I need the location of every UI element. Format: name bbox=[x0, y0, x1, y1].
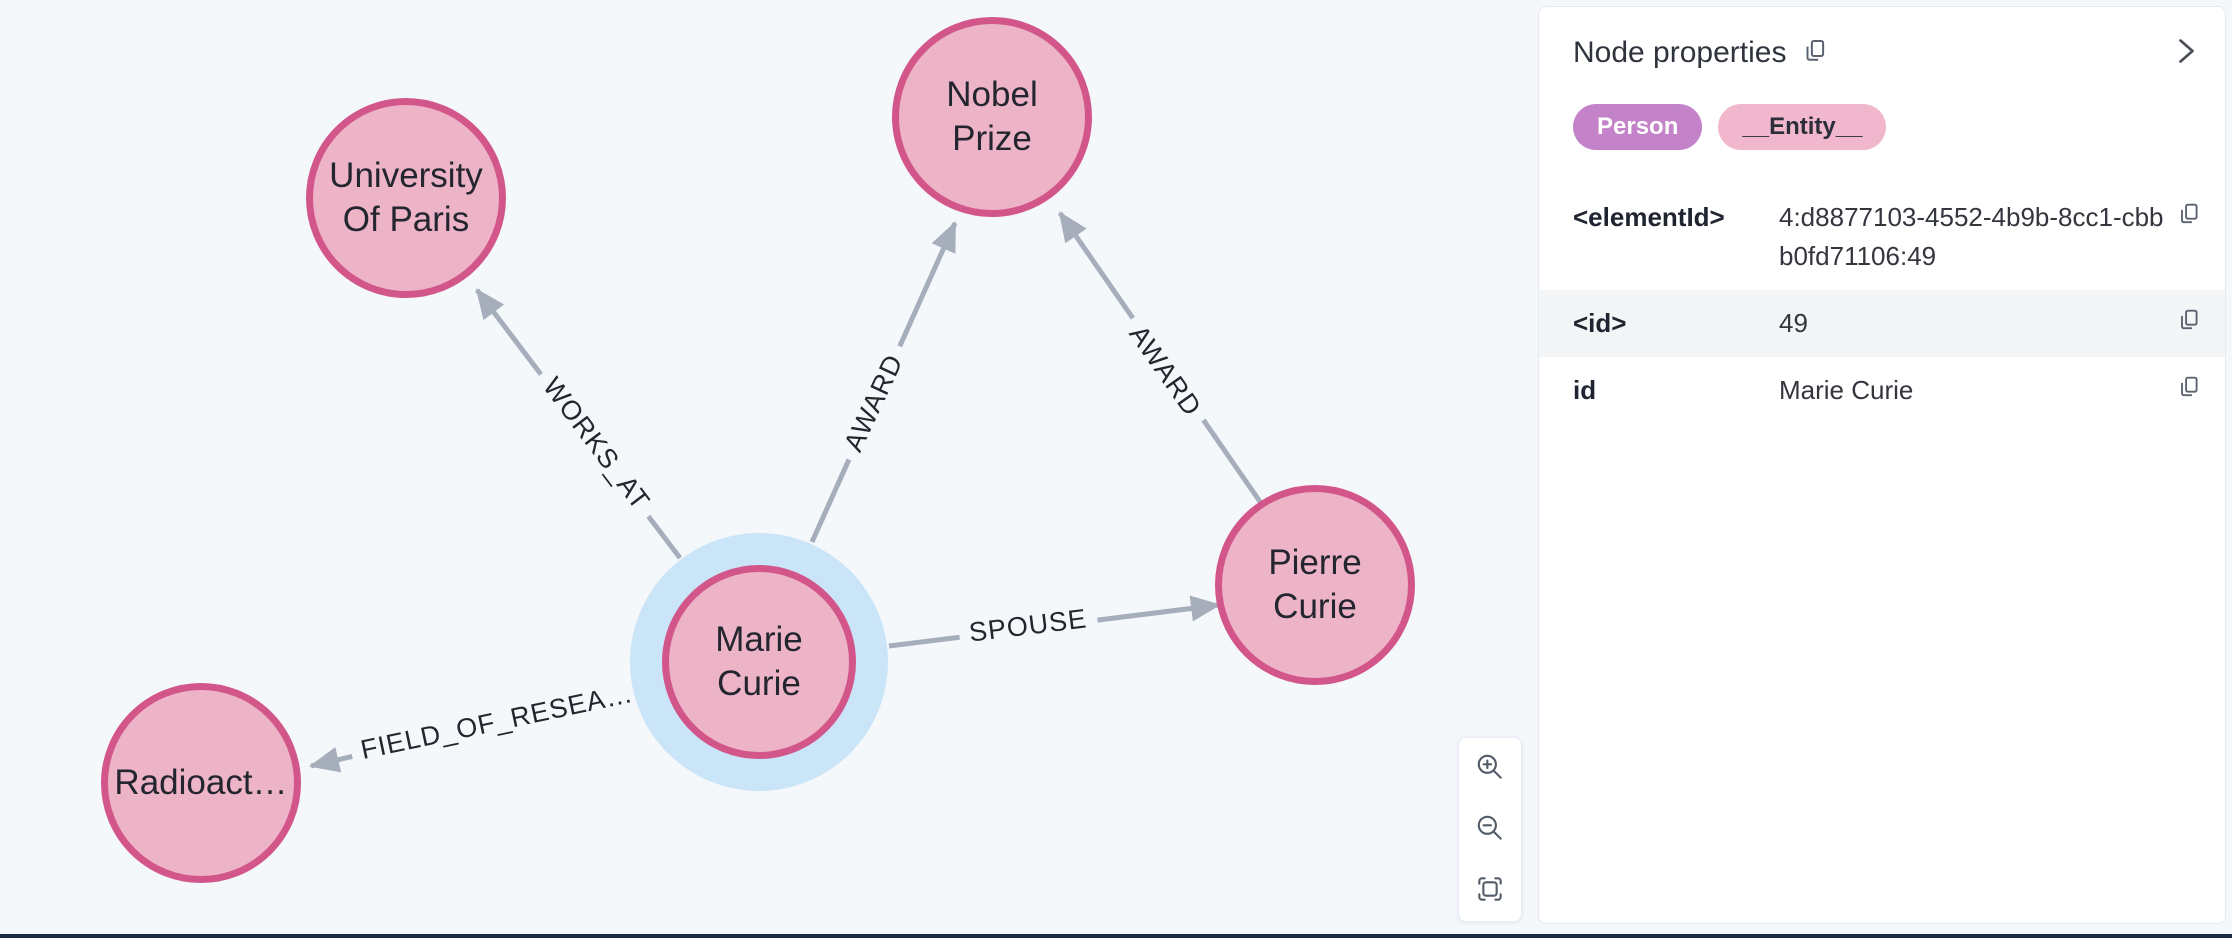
chevron-right-icon bbox=[2167, 33, 2203, 72]
panel-title: Node properties bbox=[1573, 35, 1787, 69]
properties-table: <elementId> 4:d8877103-4552-4b9b-8cc1-cb… bbox=[1539, 184, 2225, 424]
label-badge-entity: __Entity__ bbox=[1718, 104, 1887, 150]
copy-icon bbox=[2175, 200, 2203, 231]
node-label: Radioact… bbox=[114, 763, 288, 803]
node-label: Nobel Prize bbox=[946, 75, 1038, 158]
node-labels-row: Person __Entity__ bbox=[1539, 90, 2225, 176]
property-key: <elementId> bbox=[1573, 202, 1725, 232]
property-row-id-internal: <id> 49 bbox=[1539, 290, 2225, 357]
property-row-elementid: <elementId> 4:d8877103-4552-4b9b-8cc1-cb… bbox=[1539, 184, 2225, 290]
property-value: 4:d8877103-4552-4b9b-8cc1-cbbb0fd71106:4… bbox=[1779, 202, 2164, 271]
zoom-in-icon bbox=[1474, 751, 1506, 786]
copy-icon bbox=[1800, 36, 1830, 69]
graph-node-pierre-curie[interactable]: Pierre Curie bbox=[1215, 485, 1415, 685]
property-row-id: id Marie Curie bbox=[1539, 357, 2225, 424]
copy-property-button[interactable] bbox=[2175, 371, 2203, 404]
property-key: <id> bbox=[1573, 308, 1627, 338]
zoom-in-button[interactable] bbox=[1459, 738, 1521, 799]
label-badge-person: Person bbox=[1573, 104, 1703, 150]
copy-icon bbox=[2175, 306, 2203, 337]
node-label: University Of Paris bbox=[329, 156, 483, 239]
graph-node-radioactivity[interactable]: Radioact… bbox=[101, 683, 301, 883]
graph-node-university-of-paris[interactable]: University Of Paris bbox=[306, 98, 506, 298]
node-label: Pierre Curie bbox=[1268, 543, 1362, 626]
panel-header: Node properties bbox=[1539, 7, 2225, 90]
copy-all-properties-button[interactable] bbox=[1800, 36, 1830, 69]
property-value: 49 bbox=[1779, 308, 1808, 338]
copy-icon bbox=[2175, 373, 2203, 404]
zoom-out-icon bbox=[1474, 812, 1506, 847]
zoom-out-button[interactable] bbox=[1459, 799, 1521, 860]
property-key: id bbox=[1573, 375, 1597, 405]
collapse-panel-button[interactable] bbox=[2167, 33, 2203, 72]
graph-node-nobel-prize[interactable]: Nobel Prize bbox=[892, 17, 1092, 217]
property-value: Marie Curie bbox=[1779, 375, 1914, 405]
node-label: Marie Curie bbox=[715, 620, 803, 703]
fit-to-screen-button[interactable] bbox=[1459, 860, 1521, 921]
node-properties-panel: Node properties Person __Entity__ <eleme… bbox=[1538, 6, 2226, 924]
fit-to-screen-icon bbox=[1474, 873, 1506, 908]
graph-node-marie-curie[interactable]: Marie Curie bbox=[662, 565, 856, 759]
copy-property-button[interactable] bbox=[2175, 304, 2203, 337]
zoom-controls bbox=[1458, 737, 1522, 922]
bottom-edge-bar bbox=[0, 934, 2232, 938]
copy-property-button[interactable] bbox=[2175, 198, 2203, 231]
